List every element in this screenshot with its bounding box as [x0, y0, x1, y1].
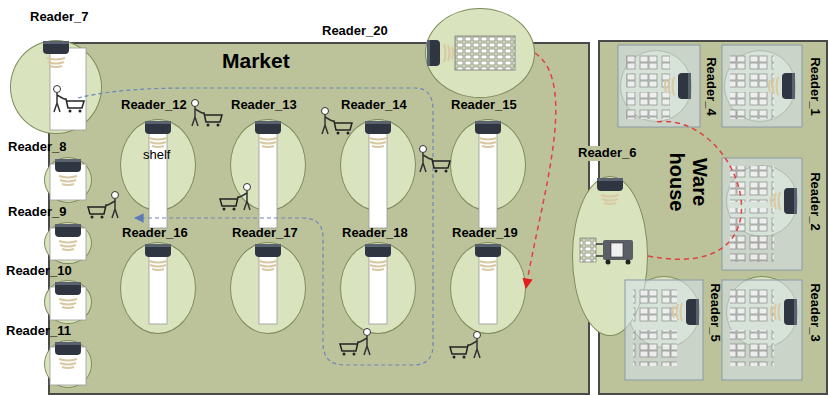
reader-zone: Reader_14 — [340, 119, 416, 211]
region-title: Ware house — [665, 150, 711, 214]
reader-label: Reader_12 — [121, 98, 187, 113]
reader-zone: Reader_15 — [450, 119, 526, 211]
reader-zone: Reader_16 — [120, 242, 196, 334]
reader-zone: Reader_8 — [44, 157, 92, 203]
region-title: Market — [222, 49, 290, 73]
market-region: MarketReader_12shelfReader_13Reader_14Re… — [48, 42, 590, 395]
reader-label: Reader_18 — [342, 226, 408, 241]
reader-label: Reader_19 — [452, 226, 518, 241]
reader-zone: Reader_2 — [726, 165, 798, 237]
reader-label: Reader_4 — [702, 57, 717, 116]
reader-label: Reader_14 — [341, 98, 407, 113]
reader-zone: Reader_19 — [450, 242, 526, 334]
reader-label: Reader_15 — [451, 98, 517, 113]
reader-label: Reader_17 — [232, 226, 298, 241]
reader-label: Reader_16 — [122, 226, 188, 241]
rfid-route — [526, 53, 556, 288]
reader-label: Reader_2 — [806, 172, 821, 231]
reader-zone: Reader_17 — [230, 242, 306, 334]
shelf-label: shelf — [143, 148, 170, 163]
reader-label: Reader_6 — [576, 146, 639, 161]
reader-label: Reader_1 — [806, 57, 821, 116]
reader-label: Reader_8 — [8, 140, 67, 155]
reader-zone: Reader_4 — [620, 50, 692, 122]
reader-zone: Reader_7 — [10, 40, 102, 134]
reader-label: Reader_3 — [806, 283, 821, 342]
reader-label: Reader_5 — [706, 283, 721, 342]
reader-label: Reader_13 — [231, 98, 297, 113]
reader-label: Reader_9 — [8, 205, 67, 220]
reader-label: Reader_20 — [322, 24, 388, 39]
reader-label: Reader_7 — [30, 10, 89, 25]
reader-zone: Reader_11 — [44, 340, 92, 388]
reader-zone: Reader_10 — [44, 280, 92, 324]
reader-zone: Reader_18 — [340, 242, 416, 334]
reader-zone: Reader_6 — [572, 176, 648, 336]
reader-zone: Reader_9 — [44, 222, 92, 264]
reader-zone: Reader_20 — [425, 8, 535, 98]
reader-label: Reader_10 — [6, 264, 72, 279]
reader-zone: Reader_3 — [726, 276, 798, 348]
reader-zone: Reader_1 — [724, 50, 796, 122]
reader-label: Reader_11 — [6, 324, 71, 339]
reader-zone: Reader_12shelf — [120, 119, 196, 211]
reader-zone: Reader_13 — [230, 119, 306, 211]
rfid-route — [648, 121, 742, 259]
